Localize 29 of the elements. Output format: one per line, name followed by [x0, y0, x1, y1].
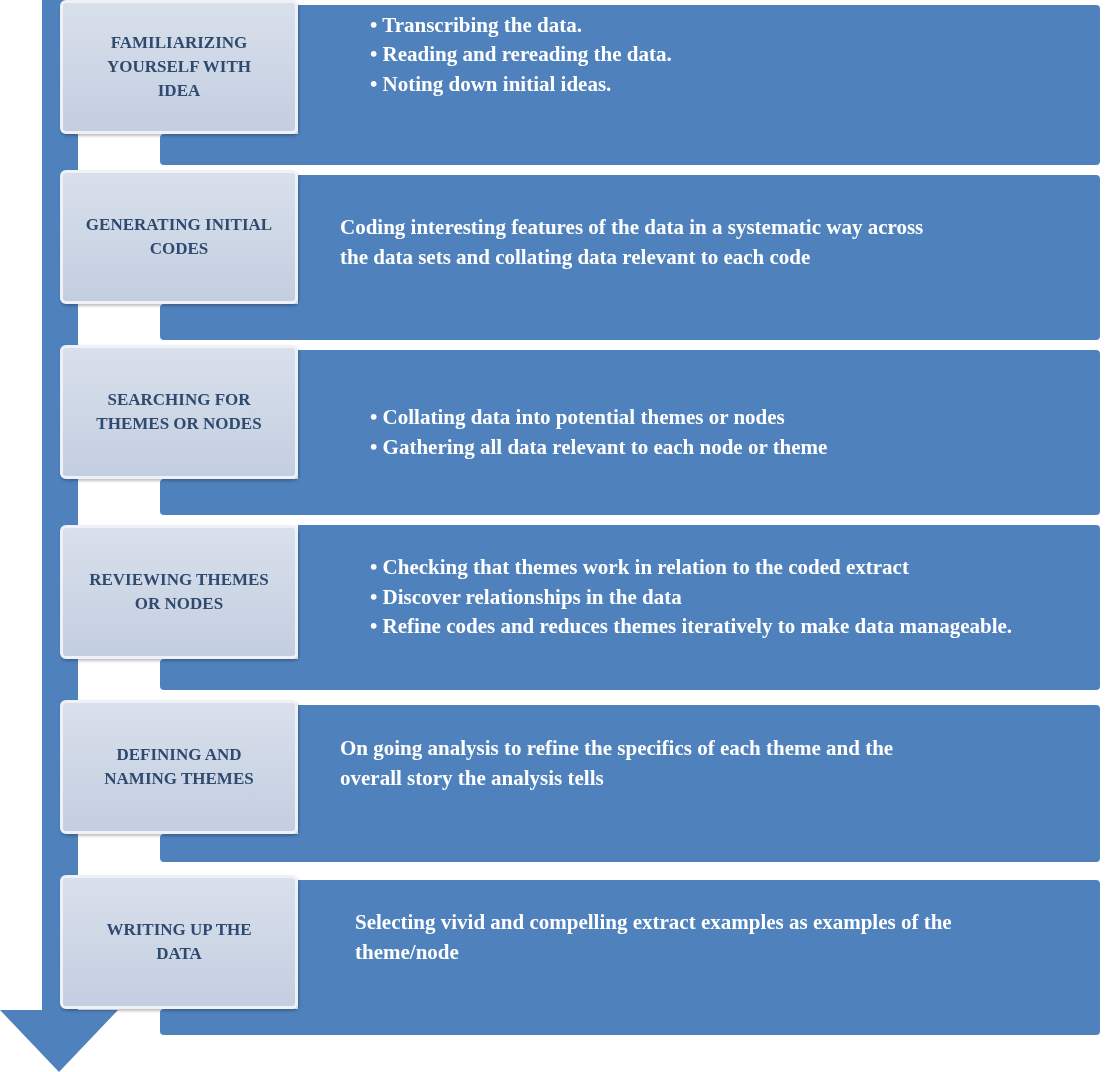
step-box [60, 525, 298, 659]
bullet-text: • Checking that themes work in relation to the coded extract [370, 554, 910, 582]
description-panel [298, 525, 1100, 690]
step-box [60, 0, 298, 134]
step-box [60, 700, 298, 834]
bullet-text: • Gathering all data relevant to each node or theme [370, 433, 829, 461]
bullet-text: • Discover relationships in the data [370, 583, 683, 611]
step-box [60, 170, 298, 304]
step-title: SEARCHING FOR THEMES OR NODES [95, 389, 263, 435]
bullet-text: • Collating data into potential themes or nodes [370, 404, 786, 432]
step-title: GENERATING INITIAL CODES [84, 214, 274, 260]
bullet-text: • Refine codes and reduces themes iteratively to make data manageable. [370, 613, 1014, 641]
description-panel [298, 5, 1100, 165]
step-box [60, 345, 298, 479]
step-title: FAMILIARIZING YOURSELF WITH IDEA [105, 32, 253, 102]
step-title: DEFINING AND NAMING THEMES [103, 744, 255, 790]
description-text: Selecting vivid and compelling extract examples as examples of the theme/node [355, 909, 953, 966]
description-panel [298, 880, 1100, 1035]
description-panel [298, 350, 1100, 515]
description-panel [298, 705, 1100, 862]
step-title: REVIEWING THEMES OR NODES [88, 569, 270, 615]
description-panel [298, 175, 1100, 340]
description-text: Coding interesting features of the data in a systematic way across the data sets and collating data relevant to each code [340, 214, 925, 271]
bullet-text: • Reading and rereading the data. [370, 41, 673, 69]
step-box [60, 875, 298, 1009]
step-title: WRITING UP THE DATA [105, 919, 253, 965]
bullet-text: • Noting down initial ideas. [370, 70, 613, 98]
bullet-text: • Transcribing the data. [370, 11, 583, 39]
description-text: On going analysis to refine the specifics of each theme and the overall story the analysis tells [340, 735, 895, 792]
